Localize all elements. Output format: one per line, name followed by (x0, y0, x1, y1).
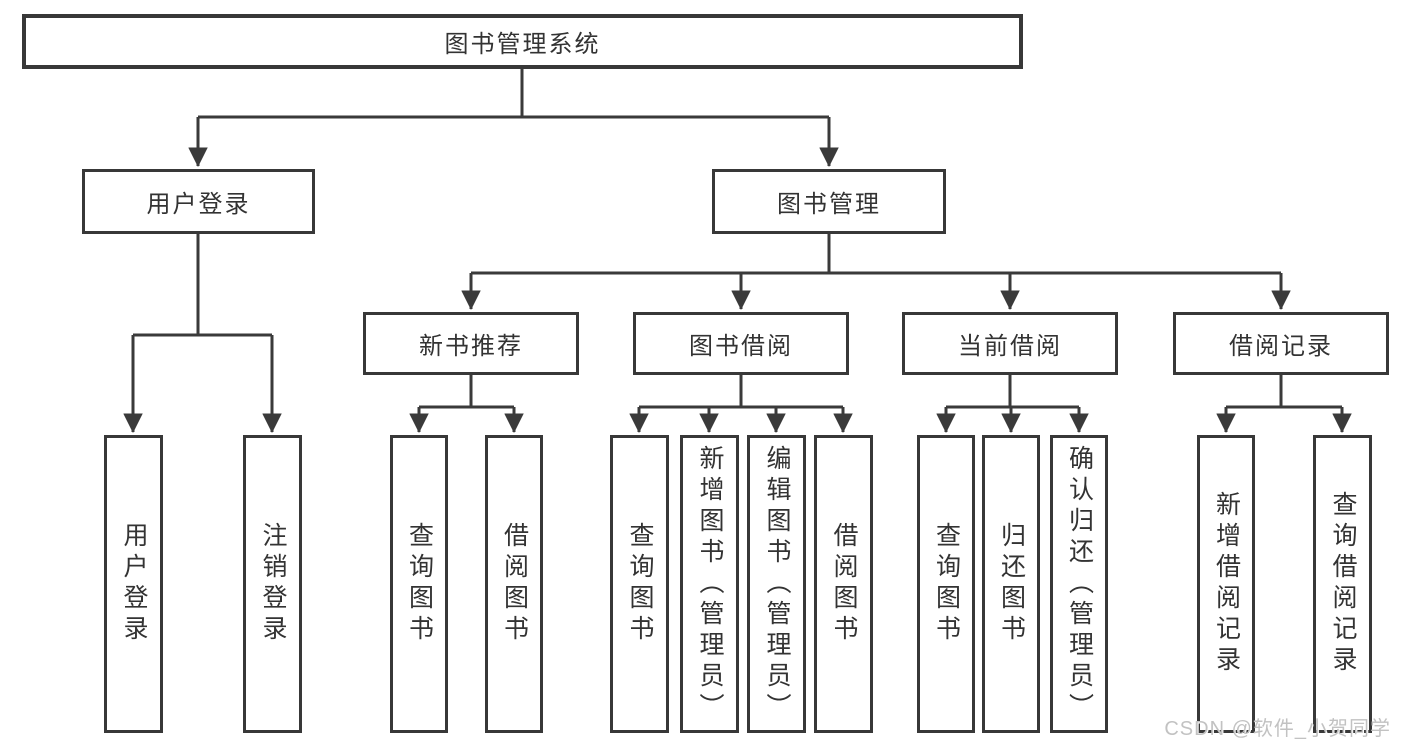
csdn-watermark: CSDN @软件_小贺同学 (1164, 718, 1391, 740)
leaf-bb-edit-books-admin: 编辑图书（管理员） (747, 435, 806, 733)
node-user-login: 用户登录 (82, 169, 315, 234)
leaf-cb-query-books: 查询图书 (917, 435, 975, 733)
leaf-user-login: 用户登录 (104, 435, 163, 733)
leaf-nb-query-books: 查询图书 (390, 435, 448, 733)
node-current-borrow: 当前借阅 (902, 312, 1118, 375)
leaf-cb-return-books: 归还图书 (982, 435, 1040, 733)
node-book-management: 图书管理 (712, 169, 946, 234)
leaf-bb-borrow-books: 借阅图书 (814, 435, 873, 733)
leaf-cb-confirm-return-admin: 确认归还（管理员） (1050, 435, 1108, 733)
leaf-bb-query-books: 查询图书 (610, 435, 669, 733)
leaf-logout: 注销登录 (243, 435, 302, 733)
leaf-bb-add-books-admin: 新增图书（管理员） (680, 435, 739, 733)
node-book-borrow: 图书借阅 (633, 312, 849, 375)
leaf-br-query-record: 查询借阅记录 (1313, 435, 1372, 733)
node-borrow-records: 借阅记录 (1173, 312, 1389, 375)
leaf-nb-borrow-books: 借阅图书 (485, 435, 543, 733)
node-library-management-system: 图书管理系统 (22, 14, 1023, 69)
node-new-book-recommend: 新书推荐 (363, 312, 579, 375)
leaf-br-add-record: 新增借阅记录 (1197, 435, 1255, 733)
